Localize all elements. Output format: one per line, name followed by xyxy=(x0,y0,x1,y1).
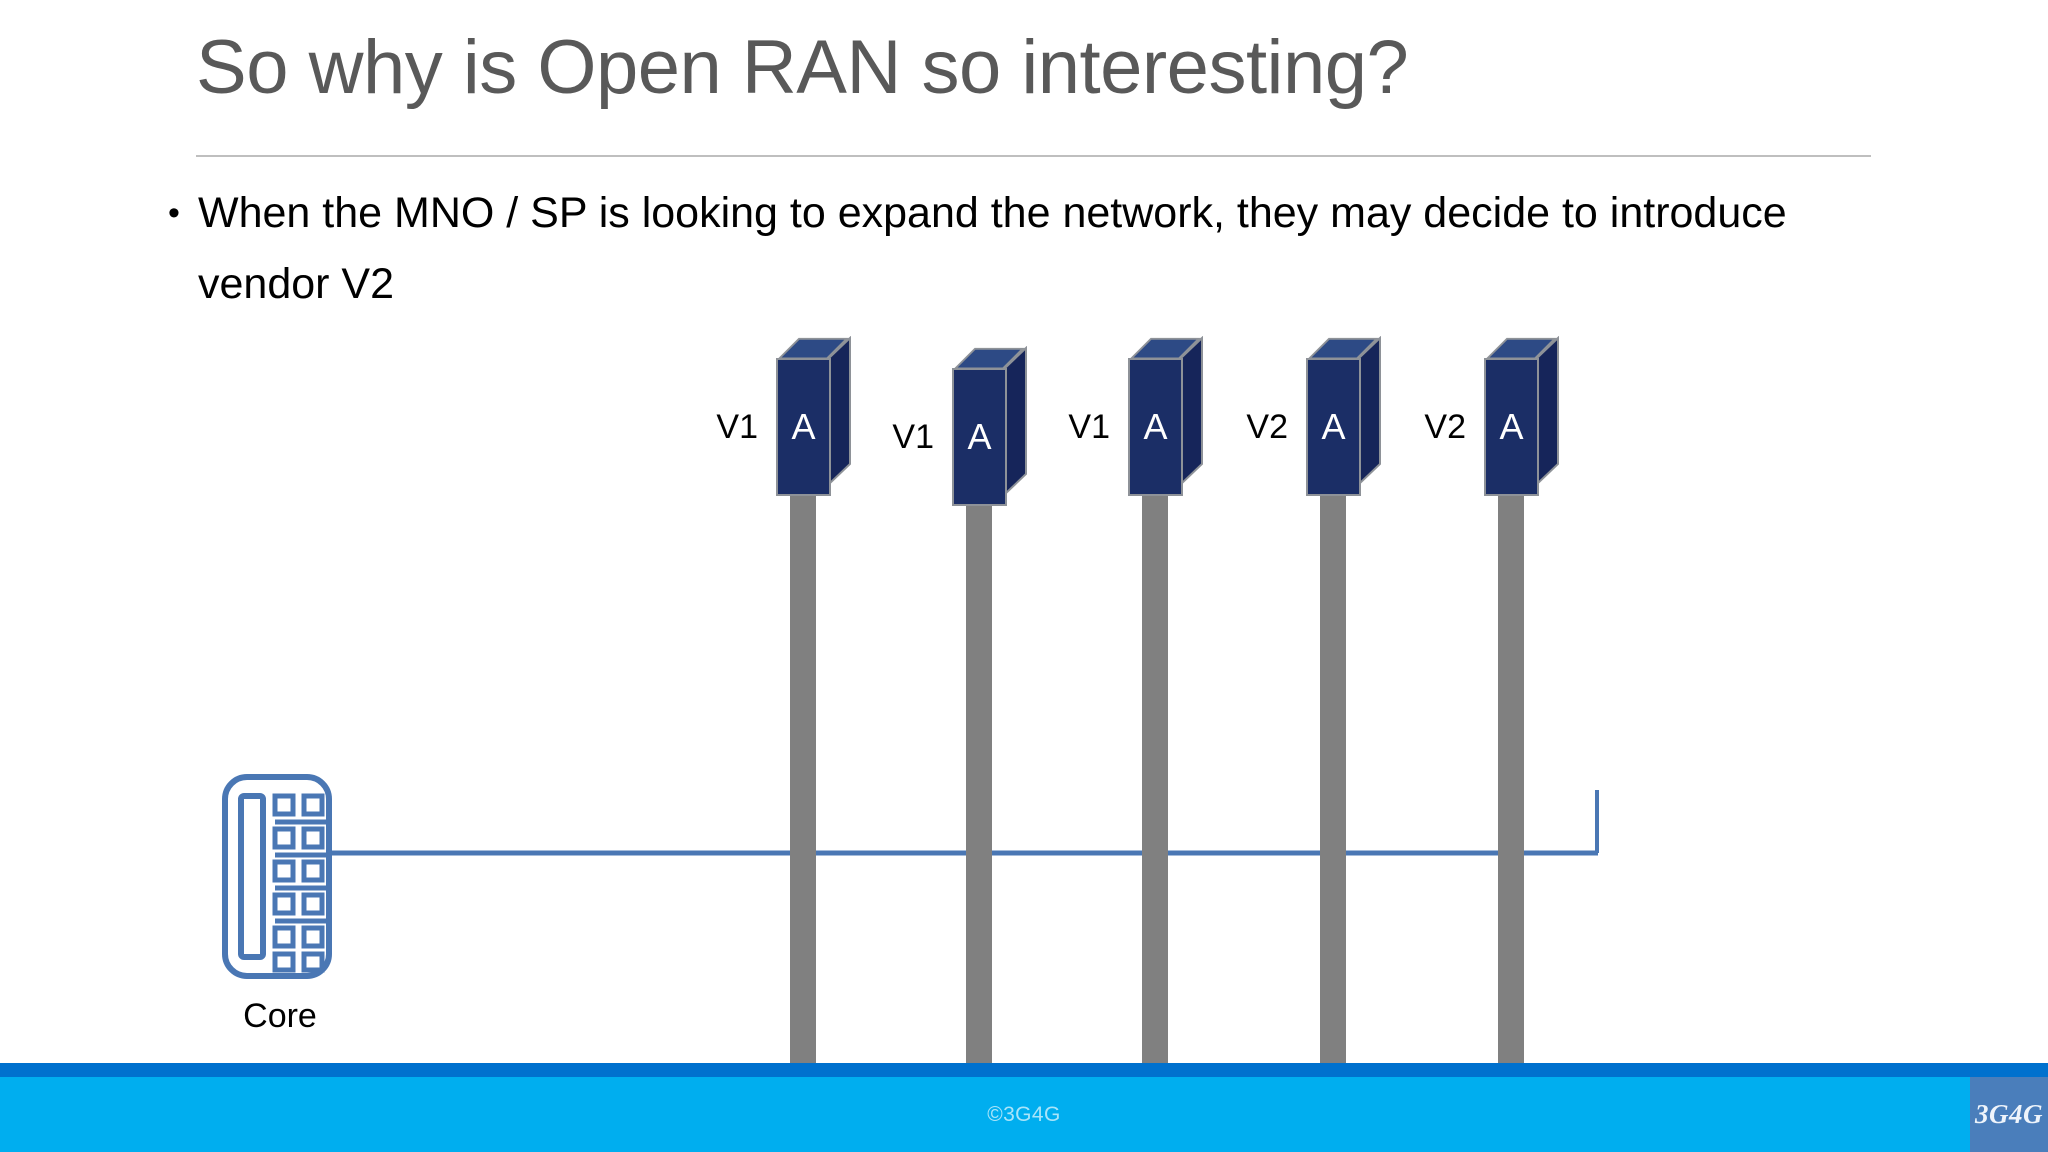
bullet-marker-icon: • xyxy=(168,194,180,232)
footer-band xyxy=(0,1077,2048,1152)
tower-pole xyxy=(1320,476,1346,1126)
list-item: • When the MNO / SP is looking to expand… xyxy=(150,178,1930,320)
brand-logo-text: 3G4G xyxy=(1975,1099,2043,1129)
tower-vendor-label: V1 xyxy=(892,418,934,456)
footer-copyright: ©3G4G xyxy=(987,1102,1061,1126)
antenna-letter: A xyxy=(1143,406,1168,447)
footer-accent-strip xyxy=(0,1063,2048,1077)
antenna-letter: A xyxy=(1499,406,1524,447)
bullet-list: • When the MNO / SP is looking to expand… xyxy=(150,178,1930,320)
page-title: So why is Open RAN so interesting? xyxy=(196,25,1409,110)
antenna-unit: A xyxy=(1128,336,1203,496)
brand-logo: 3G4G xyxy=(1970,1077,2048,1152)
core-label: Core xyxy=(243,997,317,1035)
antenna-front-face xyxy=(952,368,1007,506)
tower-vendor-label: V2 xyxy=(1246,408,1288,446)
tower-pole xyxy=(966,486,992,1136)
antenna-front-face xyxy=(776,358,831,496)
tower-vendor-label: V2 xyxy=(1424,408,1466,446)
antenna-unit: A xyxy=(776,336,851,496)
tower-pole xyxy=(1498,476,1524,1126)
antenna-front-face xyxy=(1128,358,1183,496)
antenna-side-face xyxy=(1537,336,1559,486)
tower-vendor-label: V1 xyxy=(1068,408,1110,446)
tower-pole xyxy=(790,476,816,1126)
core-router-icon xyxy=(222,774,332,979)
antenna-side-face xyxy=(1359,336,1381,486)
antenna-unit: A xyxy=(1306,336,1381,496)
bullet-text: When the MNO / SP is looking to expand t… xyxy=(198,189,1787,308)
tower-pole xyxy=(1142,476,1168,1126)
antenna-front-face xyxy=(1306,358,1361,496)
antenna-unit: A xyxy=(952,346,1027,506)
title-divider xyxy=(196,155,1871,157)
tower-vendor-label: V1 xyxy=(716,408,758,446)
antenna-letter: A xyxy=(791,406,816,447)
antenna-front-face xyxy=(1484,358,1539,496)
antenna-unit: A xyxy=(1484,336,1559,496)
antenna-side-face xyxy=(1181,336,1203,486)
antenna-side-face xyxy=(829,336,851,486)
antenna-side-face xyxy=(1005,346,1027,496)
antenna-letter: A xyxy=(1321,406,1346,447)
antenna-letter: A xyxy=(967,416,992,457)
